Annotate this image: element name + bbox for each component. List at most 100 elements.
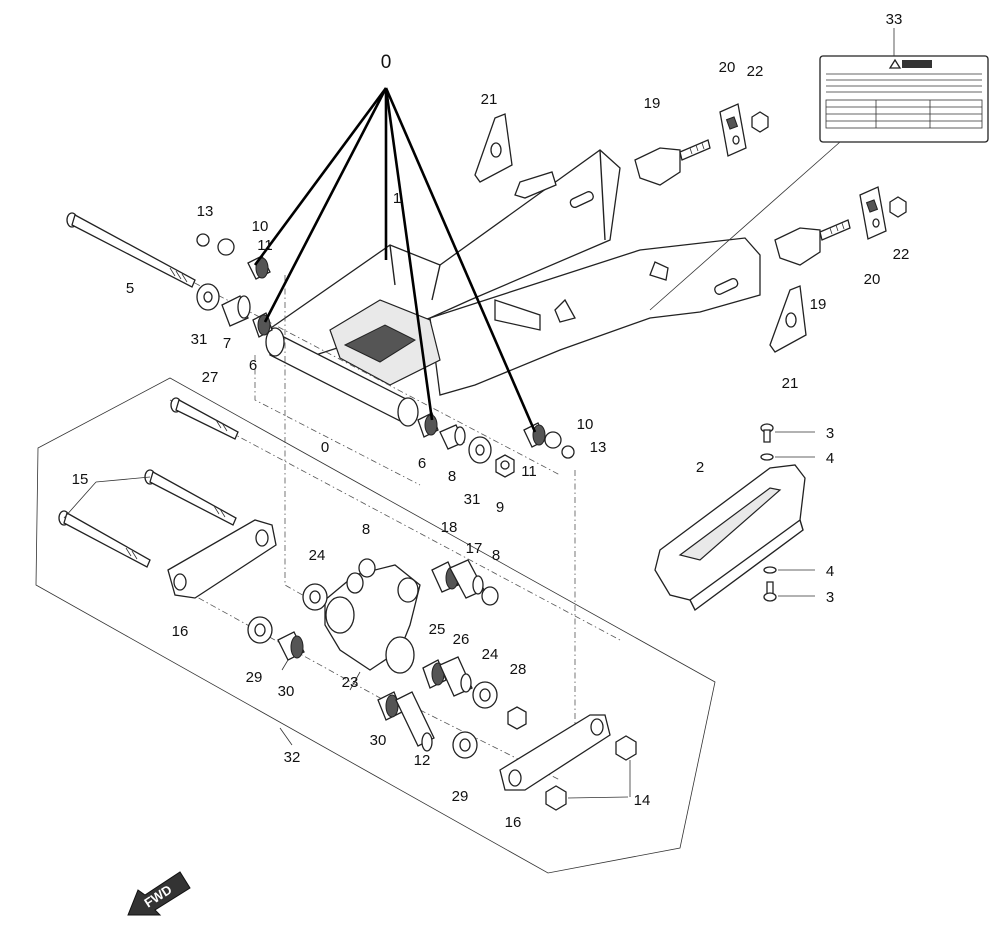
chain-adjuster-lower[interactable] bbox=[774, 219, 851, 266]
part-label: 25 bbox=[429, 621, 446, 638]
tie-rod-16-left[interactable] bbox=[167, 519, 277, 599]
part-label: 18 bbox=[441, 519, 458, 536]
axis-line bbox=[254, 355, 421, 486]
leader-15 bbox=[63, 476, 151, 519]
washer-13-left[interactable] bbox=[196, 233, 210, 247]
part-label: 16 bbox=[172, 623, 189, 640]
part-label: 23 bbox=[342, 674, 359, 691]
leader-14 bbox=[567, 760, 631, 799]
part-label: 10 bbox=[577, 416, 594, 433]
part-label: 19 bbox=[810, 296, 827, 313]
bracket-21-upper[interactable] bbox=[474, 113, 513, 183]
part-label: 6 bbox=[249, 357, 257, 374]
part-label: 22 bbox=[747, 63, 764, 80]
axis-line bbox=[169, 399, 621, 641]
chain-slider[interactable] bbox=[654, 464, 806, 612]
washer-8-right[interactable] bbox=[481, 586, 499, 606]
part-label: 30 bbox=[370, 732, 387, 749]
nut-28[interactable] bbox=[507, 706, 527, 730]
swing-arm[interactable] bbox=[265, 149, 761, 427]
part-label: 20 bbox=[864, 271, 881, 288]
part-label: 3 bbox=[826, 589, 834, 606]
bearing-11-left[interactable] bbox=[247, 255, 271, 280]
part-label: 24 bbox=[309, 547, 326, 564]
washer-10-right[interactable] bbox=[544, 431, 562, 449]
caution-label[interactable] bbox=[819, 55, 989, 143]
part-label: 24 bbox=[482, 646, 499, 663]
part-label: 2 bbox=[696, 459, 704, 476]
part-label: 16 bbox=[505, 814, 522, 831]
adjuster-nut-upper[interactable] bbox=[751, 111, 769, 133]
part-label: 4 bbox=[826, 450, 834, 467]
part-label: 17 bbox=[466, 540, 483, 557]
part-label: 31 bbox=[191, 331, 208, 348]
part-label: 15 bbox=[72, 471, 89, 488]
collar-12[interactable] bbox=[395, 691, 435, 752]
part-label: 0 bbox=[381, 52, 392, 73]
collar-17[interactable] bbox=[449, 559, 485, 599]
part-label: 7 bbox=[223, 335, 231, 352]
adjuster-nut-lower[interactable] bbox=[889, 196, 907, 218]
part-label: 6 bbox=[418, 455, 426, 472]
chain-adjuster-upper[interactable] bbox=[634, 139, 711, 186]
bolt-15-lower[interactable] bbox=[58, 510, 151, 568]
part-label: 19 bbox=[644, 95, 661, 112]
part-label: 8 bbox=[492, 547, 500, 564]
bolt-27[interactable] bbox=[170, 397, 239, 440]
collar-26[interactable] bbox=[439, 656, 473, 697]
nut-14-upper[interactable] bbox=[615, 735, 637, 761]
part-label: 11 bbox=[521, 463, 537, 480]
adjuster-plate-lower[interactable] bbox=[859, 186, 887, 240]
pivot-bolt[interactable] bbox=[66, 212, 196, 288]
label-leader bbox=[649, 141, 841, 311]
part-label: 8 bbox=[362, 521, 370, 538]
bracket-21-lower[interactable] bbox=[769, 285, 807, 353]
adjuster-plate-upper[interactable] bbox=[719, 103, 747, 157]
part-label: 26 bbox=[453, 631, 470, 648]
leader-3-4 bbox=[775, 431, 815, 597]
part-label: 21 bbox=[481, 91, 498, 108]
part-label: 27 bbox=[202, 369, 219, 386]
nut-14-lower[interactable] bbox=[545, 785, 567, 811]
part-label: 3 bbox=[826, 425, 834, 442]
bearing-6-right[interactable] bbox=[417, 412, 439, 438]
collar-7[interactable] bbox=[221, 295, 251, 327]
part-label: 11 bbox=[257, 237, 273, 254]
part-label: 12 bbox=[414, 752, 431, 769]
bearing-11-right[interactable] bbox=[523, 422, 547, 448]
part-label: 21 bbox=[782, 375, 799, 392]
bolt-15-upper[interactable] bbox=[144, 469, 237, 526]
washer-13-right[interactable] bbox=[561, 445, 575, 459]
screw-3-upper[interactable] bbox=[760, 423, 774, 443]
tie-rod-16-right[interactable] bbox=[499, 714, 611, 791]
part-label: 4 bbox=[826, 563, 834, 580]
part-label: 13 bbox=[590, 439, 607, 456]
part-label: 20 bbox=[719, 59, 736, 76]
part-label: 29 bbox=[246, 669, 263, 686]
part-label: 28 bbox=[510, 661, 527, 678]
part-label: 32 bbox=[284, 749, 301, 766]
screw-3-lower[interactable] bbox=[763, 581, 777, 602]
washer-4-lower[interactable] bbox=[763, 566, 777, 574]
shock-link-23[interactable] bbox=[324, 564, 421, 674]
part-label: 10 bbox=[252, 218, 269, 235]
part-label: 22 bbox=[893, 246, 910, 263]
nut-9[interactable] bbox=[495, 454, 515, 478]
part-label: 29 bbox=[452, 788, 469, 805]
washer-10-left[interactable] bbox=[217, 238, 235, 256]
part-label: 9 bbox=[496, 499, 504, 516]
linkage-group-outline bbox=[35, 377, 716, 874]
part-label: 31 bbox=[464, 491, 481, 508]
washer-4-upper[interactable] bbox=[760, 453, 774, 461]
washer-8-mid[interactable] bbox=[358, 558, 376, 578]
part-label: 0 bbox=[321, 439, 329, 456]
bearing-30-left[interactable] bbox=[277, 631, 305, 661]
collar-8-right[interactable] bbox=[439, 424, 466, 450]
fwd-arrow: FWD bbox=[127, 871, 191, 916]
part-label: 5 bbox=[126, 280, 134, 297]
part-label: 33 bbox=[886, 11, 903, 28]
leader-32 bbox=[279, 727, 293, 746]
part-label: 13 bbox=[197, 203, 214, 220]
leader-30-left bbox=[281, 659, 289, 671]
